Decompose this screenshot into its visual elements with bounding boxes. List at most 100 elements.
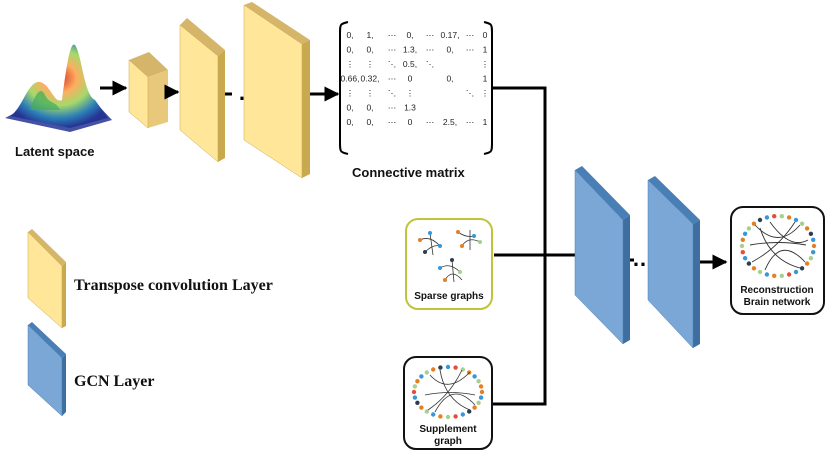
graph-node [772,214,777,219]
matrix-cell: 0, [446,45,453,55]
matrix-cell: ⋯ [388,117,397,127]
graph-node [453,365,458,370]
legend-gcn-swatch [27,322,66,417]
graph-node [751,221,757,226]
latent-space-label: Latent space [15,144,94,159]
matrix-cell: ⋱ [426,59,435,69]
reconstruction-label-line2: Brain network [744,297,811,308]
graph-node [793,269,799,275]
graph-node [799,221,805,226]
connective-matrix-label: Connective matrix [352,165,465,180]
matrix-cell: 0, [446,74,453,84]
matrix-cell: ⋮ [366,59,375,69]
graph-node [424,409,429,414]
matrix-cell: ⋯ [388,30,397,40]
matrix-cell: ⋯ [426,117,435,127]
graph-node [445,414,451,420]
graph-node [740,237,745,242]
gcn-block-2 [647,176,700,349]
graph-node [786,272,792,277]
graph-node [811,237,816,242]
graph-node [412,384,418,389]
matrix-cell: ⋯ [388,103,397,113]
graph-node [424,370,429,375]
graph-node [472,374,477,379]
matrix-cell: 1 [483,117,488,127]
graph-node [431,367,436,372]
matrix-cell: ⋮ [406,88,415,98]
matrix-cell: 0 [408,74,413,84]
matrix-cell: ⋮ [366,88,375,98]
matrix-cell: ⋮ [481,88,490,98]
matrix-cell: ⋱ [388,59,397,69]
matrix-cell: ⋱ [466,88,475,98]
matrix-cell: 1, [366,30,373,40]
graph-node [419,374,424,379]
supplement-graph-label-line2: graph [434,436,462,447]
graph-node [811,250,816,255]
supplement-graph-box [403,356,493,450]
graph-node [757,269,763,275]
sparse-graphs-label: Sparse graphs [414,291,484,302]
reconstruction-label-line1: Reconstruction [740,285,813,296]
transpose-conv-block-3 [243,2,310,179]
graph-node [779,214,784,219]
matrix-cell: 2.5, [443,117,457,127]
graph-node [786,215,792,220]
graph-node [779,273,784,278]
matrix-cell: 0 [408,117,413,127]
graph-node [412,395,418,400]
matrix-cell: 0, [346,45,353,55]
graph-node [438,365,443,370]
matrix-cell: 0.66, [341,74,360,84]
matrix-cell: 1 [483,74,488,84]
matrix-cell: ⋯ [466,30,475,40]
matrix-cell: ⋯ [426,45,435,55]
legend-gcn-label: GCN Layer [74,373,154,390]
matrix-cell: ⋱ [388,88,397,98]
graph-node [415,400,420,405]
graph-node [772,273,777,278]
graph-node [808,256,814,261]
graph-node [811,243,817,249]
matrix-cell: 0.32, [361,74,380,84]
graph-node [742,231,748,236]
sparse-graphs-box [405,218,493,310]
matrix-cell: 0, [366,45,373,55]
graph-node [445,364,451,370]
graph-node [411,389,417,395]
matrix-cell: 0.5, [403,59,417,69]
matrix-cell: ⋮ [481,59,490,69]
graph-node [804,261,810,266]
graph-node [467,409,472,414]
graph-node [438,414,443,419]
matrix-cell: ⋯ [388,74,397,84]
graph-node [799,266,805,271]
graph-node [472,405,477,410]
graph-node [478,395,484,400]
matrix-cell: 0, [346,30,353,40]
matrix-cells: 0,1,⋯0,⋯0.17,⋯00,0,⋯1.3,⋯0,⋯1⋮⋮⋱0.5,⋱⋮0.… [341,30,490,127]
matrix-cell: 1.3, [403,45,417,55]
reconstruction-box [730,206,825,315]
graph-node [746,226,752,231]
graph-node [460,412,465,417]
legend-transpose-conv-swatch [27,229,66,329]
legend-transpose-conv-label: Transpose convolution Layer [74,277,273,294]
graph-node [415,379,420,384]
latent-space-surface [5,44,112,132]
matrix-cell: 0, [406,30,413,40]
connector-supplement-to-gcn [492,255,547,406]
graph-node [757,217,763,223]
graph-node [751,266,757,271]
matrix-cell: ⋯ [466,45,475,55]
matrix-cell: ⋮ [346,88,355,98]
matrix-cell: ⋯ [426,30,435,40]
graph-node [808,231,814,236]
graph-node [740,250,745,255]
gcn-block-1 [574,166,630,345]
graph-node [419,405,424,410]
transpose-conv-block-1 [128,52,168,129]
graph-node [764,272,770,277]
